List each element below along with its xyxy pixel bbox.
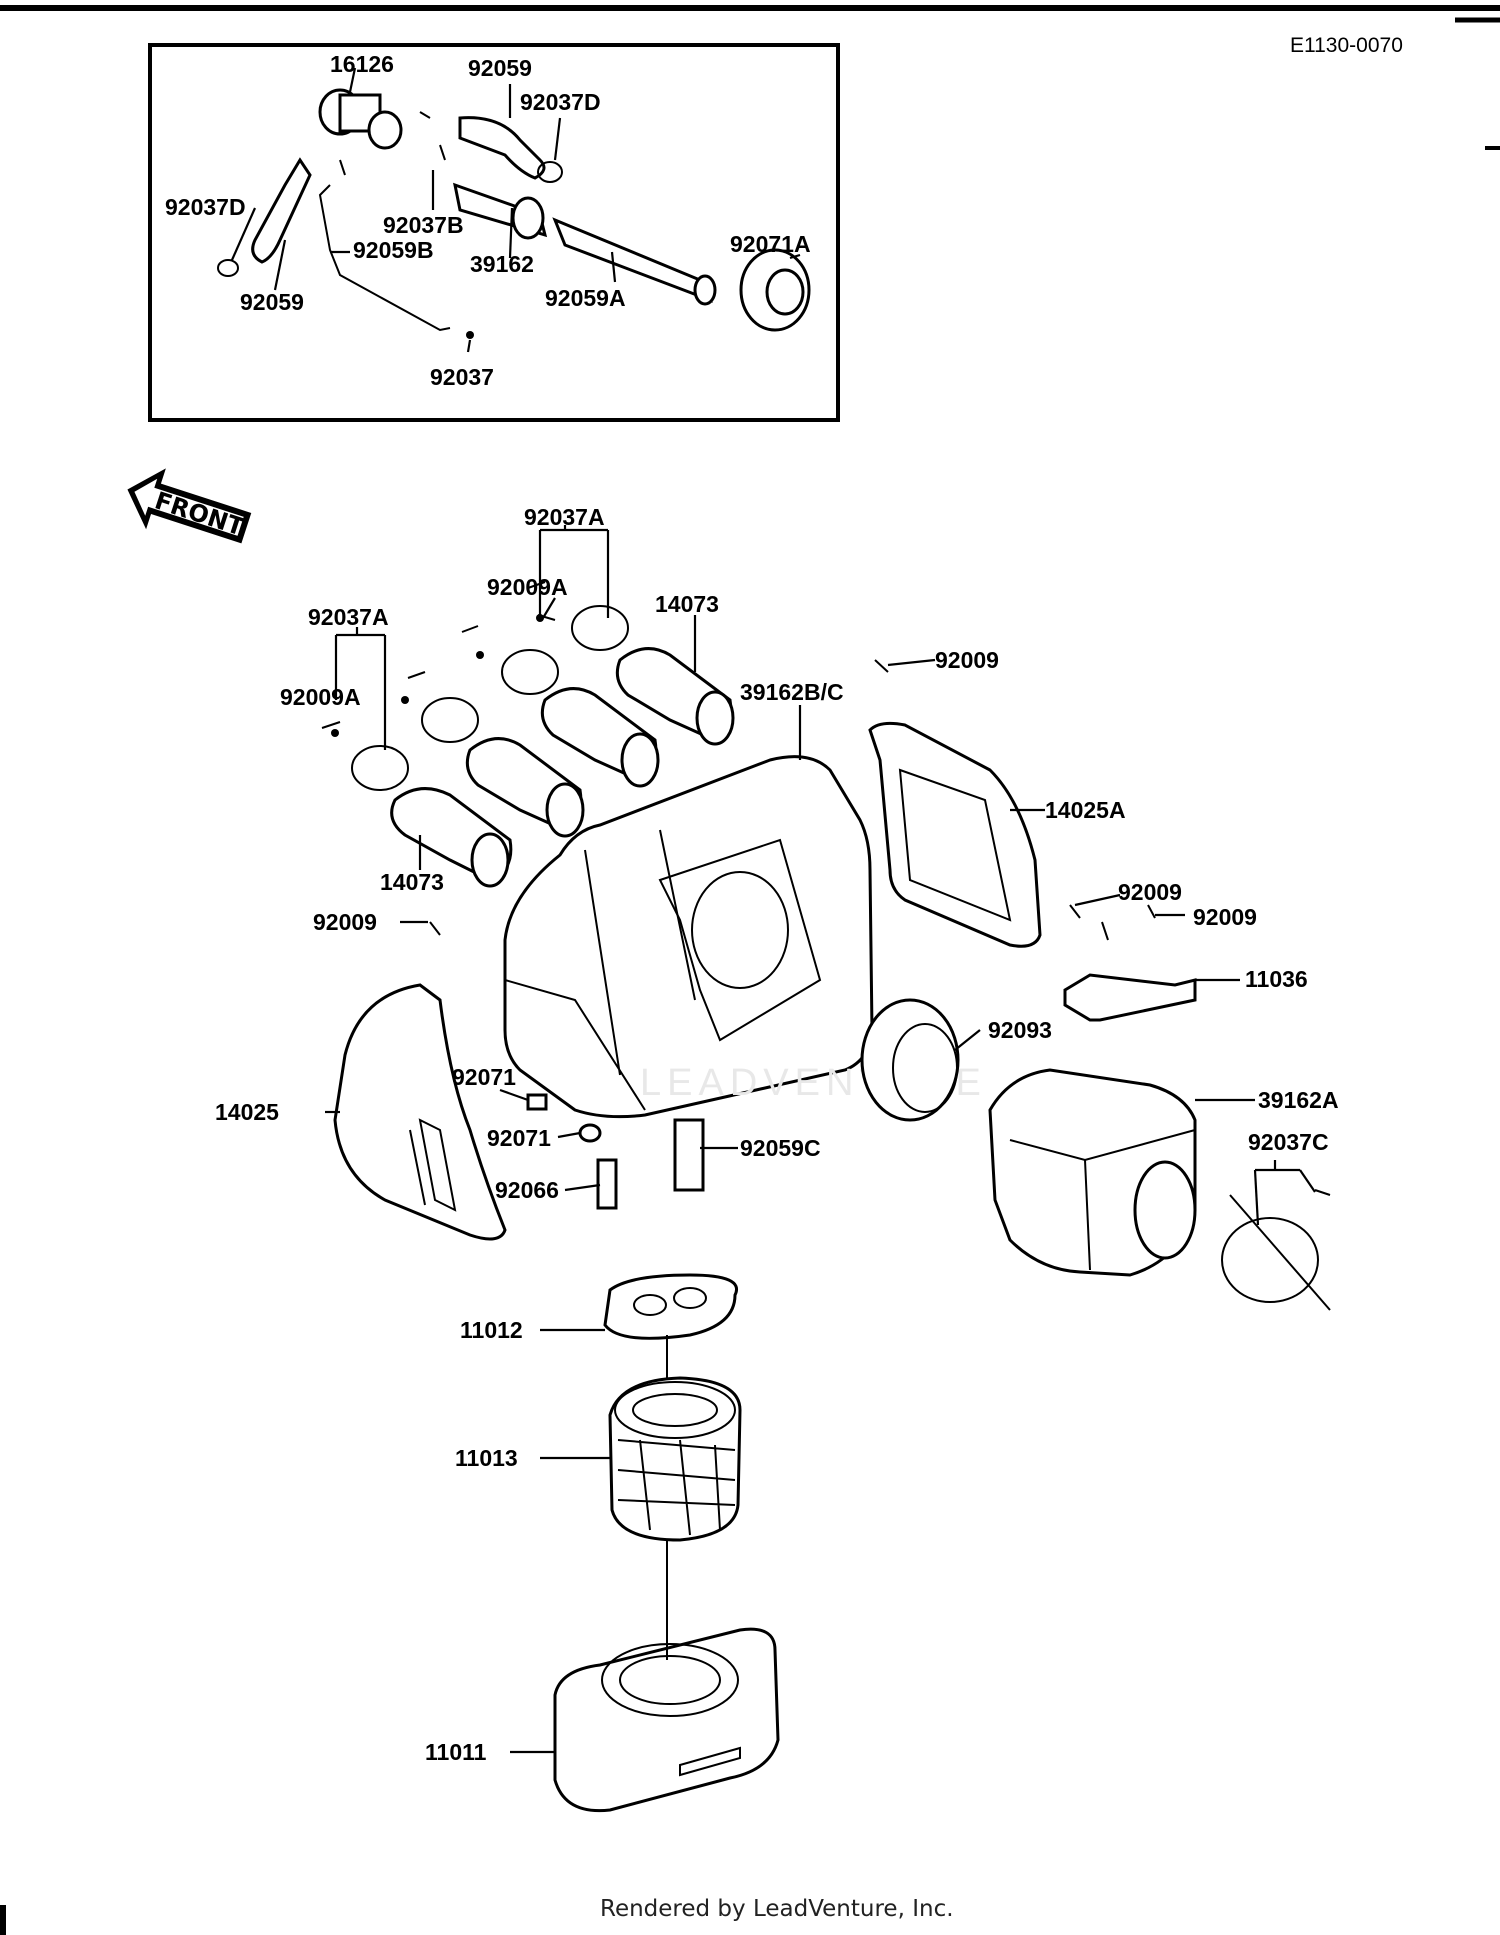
callout-39162: 39162 (470, 251, 534, 277)
callout-11036: 11036 (1245, 966, 1308, 992)
filter-element-top (614, 1381, 736, 1439)
callout-92009-left: 92009 (313, 909, 377, 935)
callout-92059-left: 92059 (240, 289, 304, 315)
callout-92037a-left: 92037A (308, 604, 389, 630)
callout-92037d-top: 92037D (520, 89, 601, 115)
small-hardware (331, 614, 1331, 1210)
front-arrow-label: FRONT (151, 486, 247, 541)
callout-92059c: 92059C (740, 1135, 821, 1161)
diagram-code: E1130-0070 (1290, 34, 1403, 57)
callout-14025a: 14025A (1045, 797, 1126, 823)
callout-92037b: 92037B (383, 212, 464, 238)
filter-cover-hole-2 (673, 1287, 707, 1309)
panel-14025a-inner (898, 768, 1012, 922)
callout-39162bc: 39162B/C (740, 679, 844, 705)
callout-92071a: 92071A (730, 231, 811, 257)
footer-credit: Rendered by LeadVenture, Inc. (600, 1896, 954, 1922)
bracket-11036 (1063, 973, 1197, 1022)
callout-92009-top: 92009 (935, 647, 999, 673)
filter-element-11013 (608, 1376, 742, 1542)
callout-16126: 16126 (330, 51, 394, 77)
callout-92093: 92093 (988, 1017, 1052, 1043)
callout-92009a-top: 92009A (487, 574, 568, 600)
callout-92059a: 92059A (545, 285, 626, 311)
callout-14073-bottom: 14073 (380, 869, 444, 895)
filter-cover-11012 (603, 1273, 738, 1340)
callout-92059b: 92059B (353, 237, 434, 263)
filter-case-opening (601, 1643, 739, 1717)
duct-ring-92093-inner (892, 1023, 958, 1113)
callout-92066: 92066 (495, 1177, 559, 1203)
filter-case-tab (679, 1746, 741, 1777)
callout-92009a-left: 92009A (280, 684, 361, 710)
callout-92037c: 92037C (1248, 1129, 1329, 1155)
panel-14025a (868, 721, 1042, 948)
callout-11012: 11012 (460, 1317, 523, 1343)
callout-92009-mid2: 92009 (1193, 904, 1257, 930)
callout-92037a-top: 92037A (524, 504, 605, 530)
side-cover-14025 (333, 983, 507, 1241)
carb-boots (321, 581, 735, 888)
callout-92037: 92037 (430, 364, 494, 390)
clamp-axis (1229, 1194, 1331, 1311)
clamp-92037c (1221, 1217, 1319, 1303)
callout-92037d-left: 92037D (165, 194, 246, 220)
filter-element-opening (632, 1393, 718, 1427)
inset-parts (217, 88, 811, 339)
callout-92071-a: 92071 (452, 1064, 516, 1090)
callout-92071-b: 92071 (487, 1125, 551, 1151)
chamber-39162a-outlet (1133, 1160, 1197, 1260)
filter-element-mesh (617, 1439, 736, 1536)
filter-case-opening-inner (619, 1655, 721, 1705)
side-cover-vents (409, 1118, 457, 1212)
duct-ring-92093 (860, 998, 960, 1122)
callout-39162a: 39162A (1258, 1087, 1339, 1113)
inset-leaders (230, 67, 801, 353)
left-edge-mark (0, 1905, 6, 1935)
filter-cover-hole-1 (633, 1294, 667, 1316)
main-leaders (325, 525, 1316, 1754)
chamber-39162a-edges (1009, 1129, 1196, 1271)
callout-11011: 11011 (425, 1739, 487, 1765)
callout-92009-mid1: 92009 (1118, 879, 1182, 905)
front-arrow: FRONT (127, 468, 252, 544)
callout-92059-top: 92059 (468, 55, 532, 81)
callout-14025: 14025 (215, 1099, 279, 1125)
callout-14073-top: 14073 (655, 591, 719, 617)
filter-case-11011 (553, 1627, 780, 1813)
callout-11013: 11013 (455, 1445, 518, 1471)
inset-box (148, 43, 840, 422)
